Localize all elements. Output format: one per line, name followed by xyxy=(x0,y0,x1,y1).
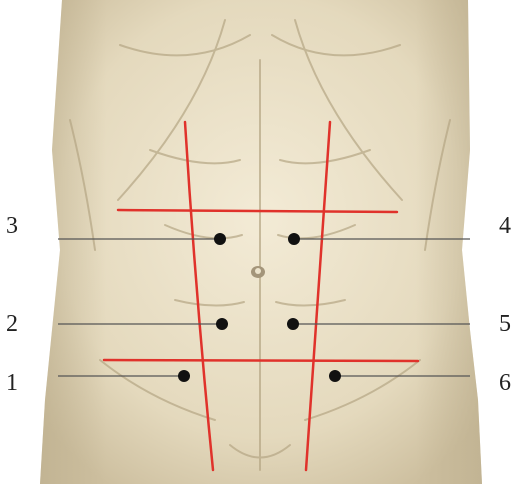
label-point-2: 2 xyxy=(6,312,18,336)
point-5 xyxy=(287,318,299,330)
point-6 xyxy=(329,370,341,382)
point-3 xyxy=(214,233,226,245)
label-point-5: 5 xyxy=(499,312,511,336)
label-point-1: 1 xyxy=(6,371,18,395)
navel xyxy=(251,266,265,278)
lower-horizontal-line xyxy=(104,360,418,361)
label-point-6: 6 xyxy=(499,371,511,395)
point-2 xyxy=(216,318,228,330)
label-point-4: 4 xyxy=(499,214,511,238)
point-1 xyxy=(178,370,190,382)
point-4 xyxy=(288,233,300,245)
label-point-3: 3 xyxy=(6,214,18,238)
